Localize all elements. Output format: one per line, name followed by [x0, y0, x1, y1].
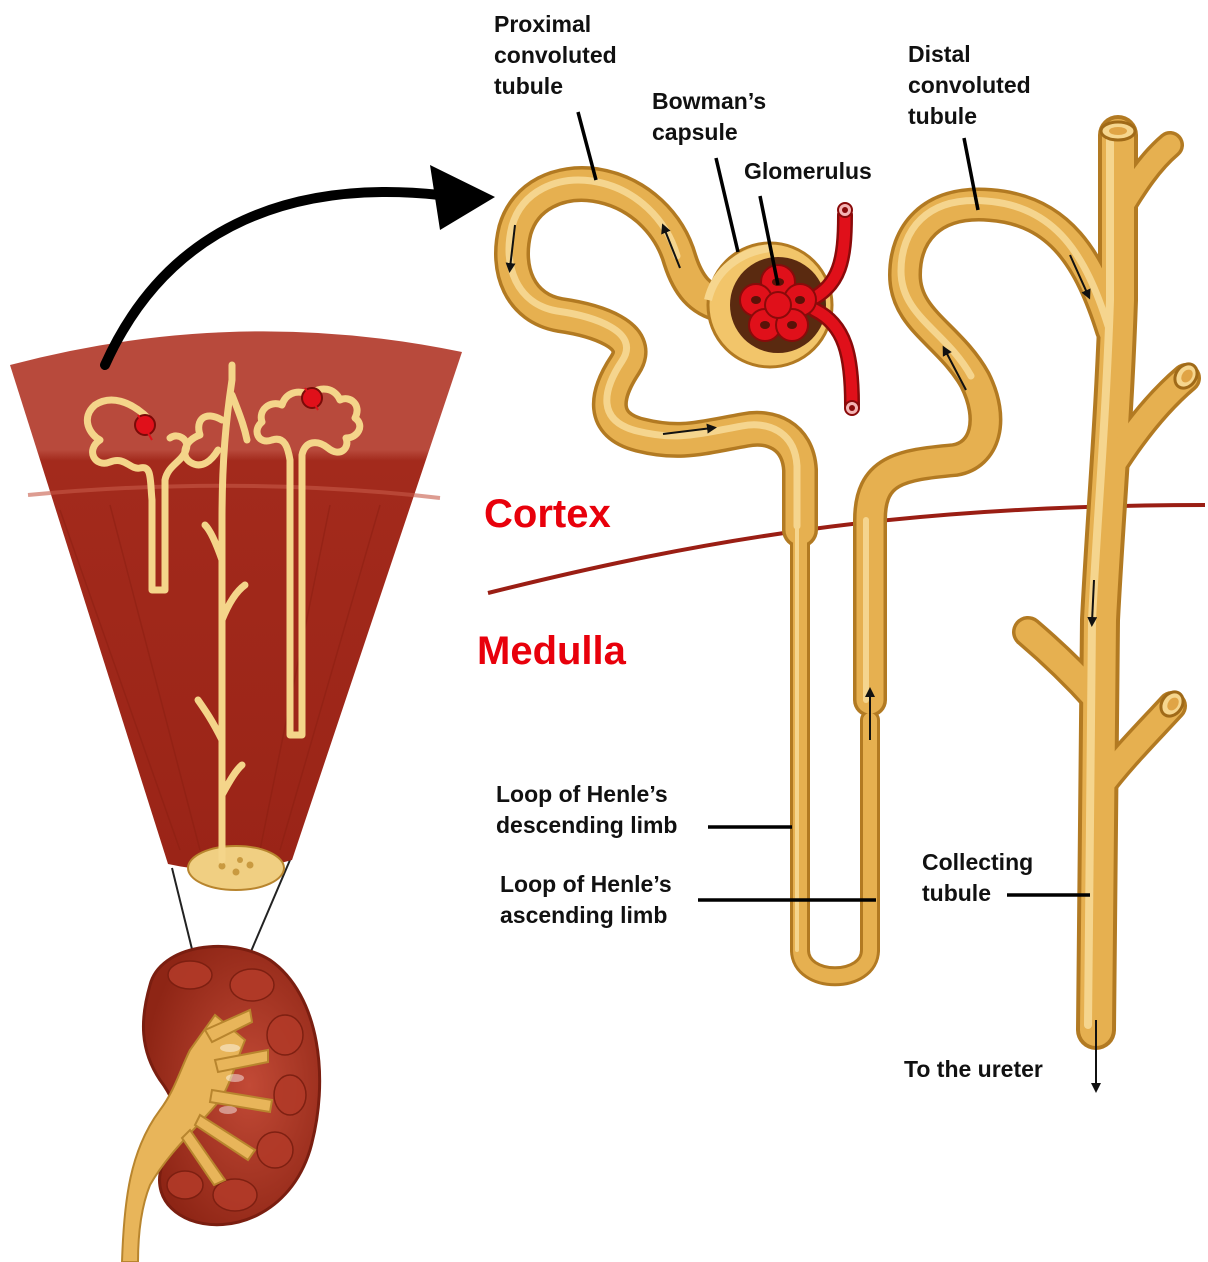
glomerulus-label: Glomerulus: [744, 156, 872, 187]
ascending-limb-label: Loop of Henle’s ascending limb: [500, 869, 672, 931]
descending-limb-label: Loop of Henle’s descending limb: [496, 779, 677, 841]
proximal-convoluted-tubule-label: Proximal convoluted tubule: [494, 9, 617, 102]
collecting-tubule-label: Collecting tubule: [922, 847, 1033, 909]
to-the-ureter-label: To the ureter: [904, 1054, 1043, 1085]
distal-convoluted-tubule-label: Distal convoluted tubule: [908, 39, 1031, 132]
bowmans-capsule-label: Bowman’s capsule: [652, 86, 766, 148]
medulla-label: Medulla: [477, 629, 626, 673]
cortex-label: Cortex: [484, 492, 611, 536]
mini-glomerulus-left: [135, 415, 155, 435]
glomerulus: [740, 203, 859, 415]
kidney-section: [122, 860, 320, 1262]
renal-wedge: [10, 331, 462, 890]
